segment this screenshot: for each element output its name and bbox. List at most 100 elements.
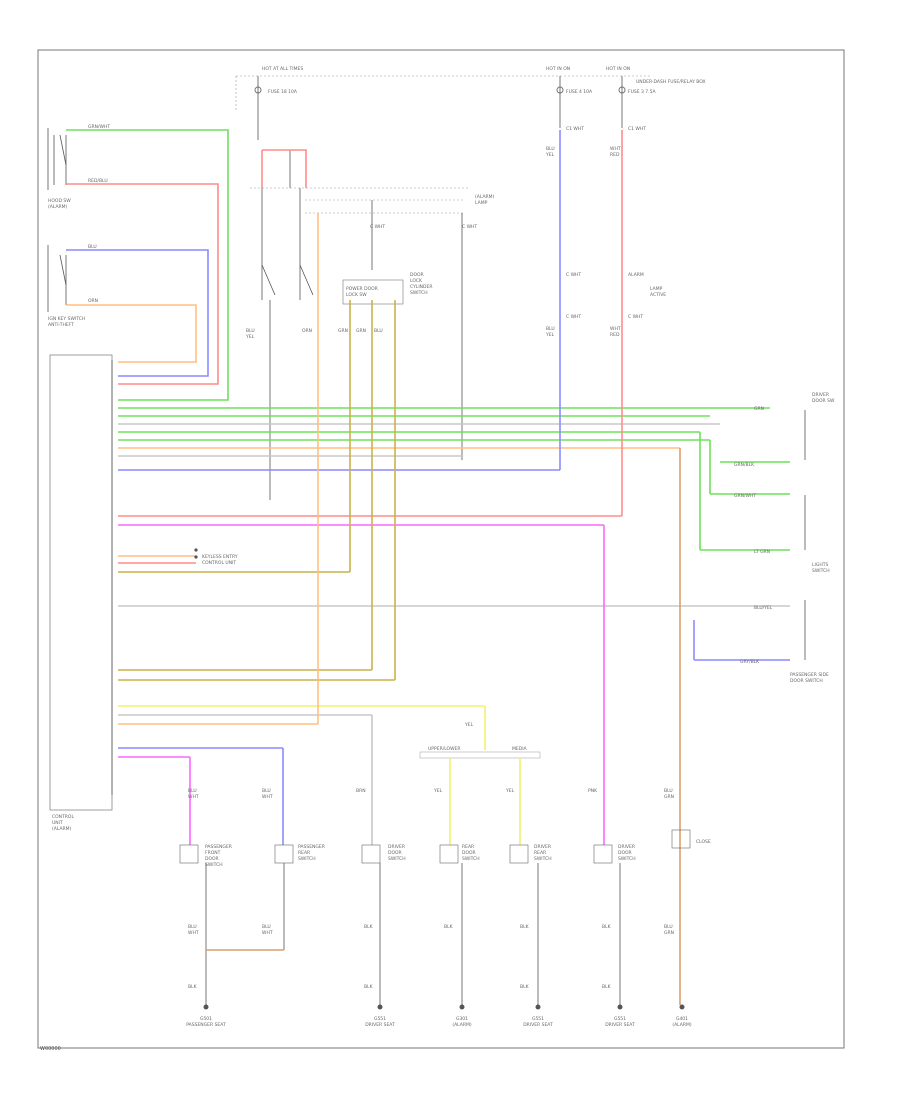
svg-text:DOOR: DOOR [618,850,632,856]
vertical-wires [189,130,711,1005]
svg-text:UNIT: UNIT [52,820,63,826]
svg-text:SWITCH: SWITCH [410,290,428,296]
svg-text:ANTI-THEFT: ANTI-THEFT [48,322,74,328]
svg-text:PNK: PNK [588,788,598,794]
wire-labels-top: C1 WHT C1 WHT BLU YEL WHT RED C WHT ALAR… [545,126,666,338]
svg-text:GRN: GRN [664,794,674,800]
svg-text:DOOR: DOOR [410,272,424,278]
svg-text:C1 WHT: C1 WHT [566,126,584,132]
svg-text:C WHT: C WHT [370,224,385,230]
svg-text:DRIVER: DRIVER [812,392,829,398]
svg-text:YEL: YEL [464,722,474,728]
svg-text:BLU: BLU [262,788,271,794]
fuse-box-top: HOT AT ALL TIMES HOT IN ON HOT IN ON UND… [235,66,706,140]
svg-text:FUSE 4 10A: FUSE 4 10A [566,89,593,95]
svg-text:BLK: BLK [364,984,374,990]
driver-door-switch: GRN/BLK GRN/WHT LT GRN BLU/YEL GRY/BLK G… [694,392,835,684]
ground-4 [535,1004,541,1010]
svg-text:BLU: BLU [374,328,383,334]
svg-text:ACTIVE: ACTIVE [650,292,666,298]
svg-text:G551: G551 [374,1016,386,1022]
svg-text:BLU: BLU [246,328,255,334]
ground-5 [617,1004,623,1010]
svg-text:LOCK SW: LOCK SW [346,292,367,298]
unlock-output-marks: KEYLESS ENTRY CONTROL UNIT [194,548,238,566]
svg-text:RED: RED [610,332,620,338]
harness-wires [118,407,790,758]
svg-text:(ALARM): (ALARM) [672,1022,692,1028]
svg-text:C1 WHT: C1 WHT [628,126,646,132]
svg-text:CLOSE: CLOSE [696,839,711,845]
svg-text:RED: RED [610,152,620,158]
svg-text:YEL: YEL [545,332,555,338]
svg-text:UPPER/LOWER: UPPER/LOWER [428,746,461,752]
svg-text:BLK: BLK [602,924,612,930]
svg-text:SWITCH: SWITCH [388,856,406,862]
svg-text:PASSENGER SIDE: PASSENGER SIDE [790,672,829,678]
svg-text:ORN: ORN [302,328,312,334]
svg-text:BLK: BLK [364,924,374,930]
svg-text:BLU: BLU [188,924,197,930]
svg-text:BLU: BLU [262,924,271,930]
svg-text:GRN/BLK: GRN/BLK [734,462,755,468]
svg-text:REAR: REAR [298,850,310,856]
svg-text:UNDER-DASH FUSE/RELAY BOX: UNDER-DASH FUSE/RELAY BOX [636,79,706,85]
svg-text:GRN: GRN [664,930,674,936]
svg-text:BLU: BLU [188,788,197,794]
multiplex-control-unit: CONTROL UNIT (ALARM) [49,354,113,832]
svg-text:BLK: BLK [444,924,454,930]
svg-text:BLU: BLU [546,146,555,152]
svg-text:BRN: BRN [356,788,366,794]
svg-text:SWITCH: SWITCH [205,862,223,868]
svg-text:GRY/BLK: GRY/BLK [740,659,760,665]
svg-text:LAMP: LAMP [475,200,488,206]
bottom-switch-row: UPPER/LOWER MEDIA YEL PASSENGER FRONT DO… [179,722,711,1005]
door-lock-switch-block: POWER DOOR LOCK SW DOOR LOCK CYLINDER SW… [245,149,495,500]
svg-text:CONTROL UNIT: CONTROL UNIT [202,560,236,566]
svg-text:FUSE 3 7.5A: FUSE 3 7.5A [628,89,656,95]
svg-text:GRN/WHT: GRN/WHT [734,493,756,499]
svg-text:DRIVER: DRIVER [388,844,405,850]
svg-text:PASSENGER SEAT: PASSENGER SEAT [186,1022,226,1028]
svg-text:WHT: WHT [610,326,621,332]
svg-text:LOCK: LOCK [410,278,423,284]
svg-text:DRIVER SEAT: DRIVER SEAT [605,1022,635,1028]
svg-text:HOT AT ALL TIMES: HOT AT ALL TIMES [262,66,303,72]
svg-text:(ALARM): (ALARM) [475,194,495,200]
svg-text:G301: G301 [456,1016,468,1022]
ground-2 [377,1004,383,1010]
diagram-frame [37,49,845,1049]
svg-text:DOOR SW: DOOR SW [812,398,835,404]
svg-text:LIGHTS: LIGHTS [812,562,828,568]
svg-text:LAMP: LAMP [650,286,663,292]
svg-text:YEL: YEL [245,334,255,340]
svg-text:(ALARM): (ALARM) [52,826,72,832]
svg-text:SWITCH: SWITCH [812,568,830,574]
svg-text:SWITCH: SWITCH [618,856,636,862]
svg-text:LT GRN: LT GRN [754,549,770,555]
svg-text:G551: G551 [532,1016,544,1022]
svg-text:DRIVER SEAT: DRIVER SEAT [523,1022,553,1028]
svg-text:CYLINDER: CYLINDER [410,284,432,290]
svg-text:G501: G501 [200,1016,212,1022]
svg-text:WHT: WHT [610,146,621,152]
svg-text:C WHT: C WHT [628,314,643,320]
ground-6 [679,1004,685,1010]
svg-text:WHT: WHT [188,930,199,936]
svg-text:ORN: ORN [88,298,98,304]
svg-text:GRN/WHT: GRN/WHT [88,124,110,130]
svg-text:YEL: YEL [505,788,515,794]
svg-text:FUSE 18 10A: FUSE 18 10A [268,89,298,95]
svg-text:BLK: BLK [602,984,612,990]
svg-text:POWER DOOR: POWER DOOR [346,286,378,292]
svg-text:(ALARM): (ALARM) [452,1022,472,1028]
svg-text:DOOR: DOOR [205,856,219,862]
svg-text:PASSENGER: PASSENGER [298,844,325,850]
svg-text:BLU: BLU [664,924,673,930]
svg-text:DRIVER: DRIVER [618,844,635,850]
svg-text:SWITCH: SWITCH [534,856,552,862]
svg-text:HOT IN ON: HOT IN ON [606,66,630,72]
svg-text:GRN: GRN [356,328,366,334]
svg-text:KEYLESS ENTRY: KEYLESS ENTRY [202,554,238,560]
svg-text:GRN: GRN [338,328,348,334]
